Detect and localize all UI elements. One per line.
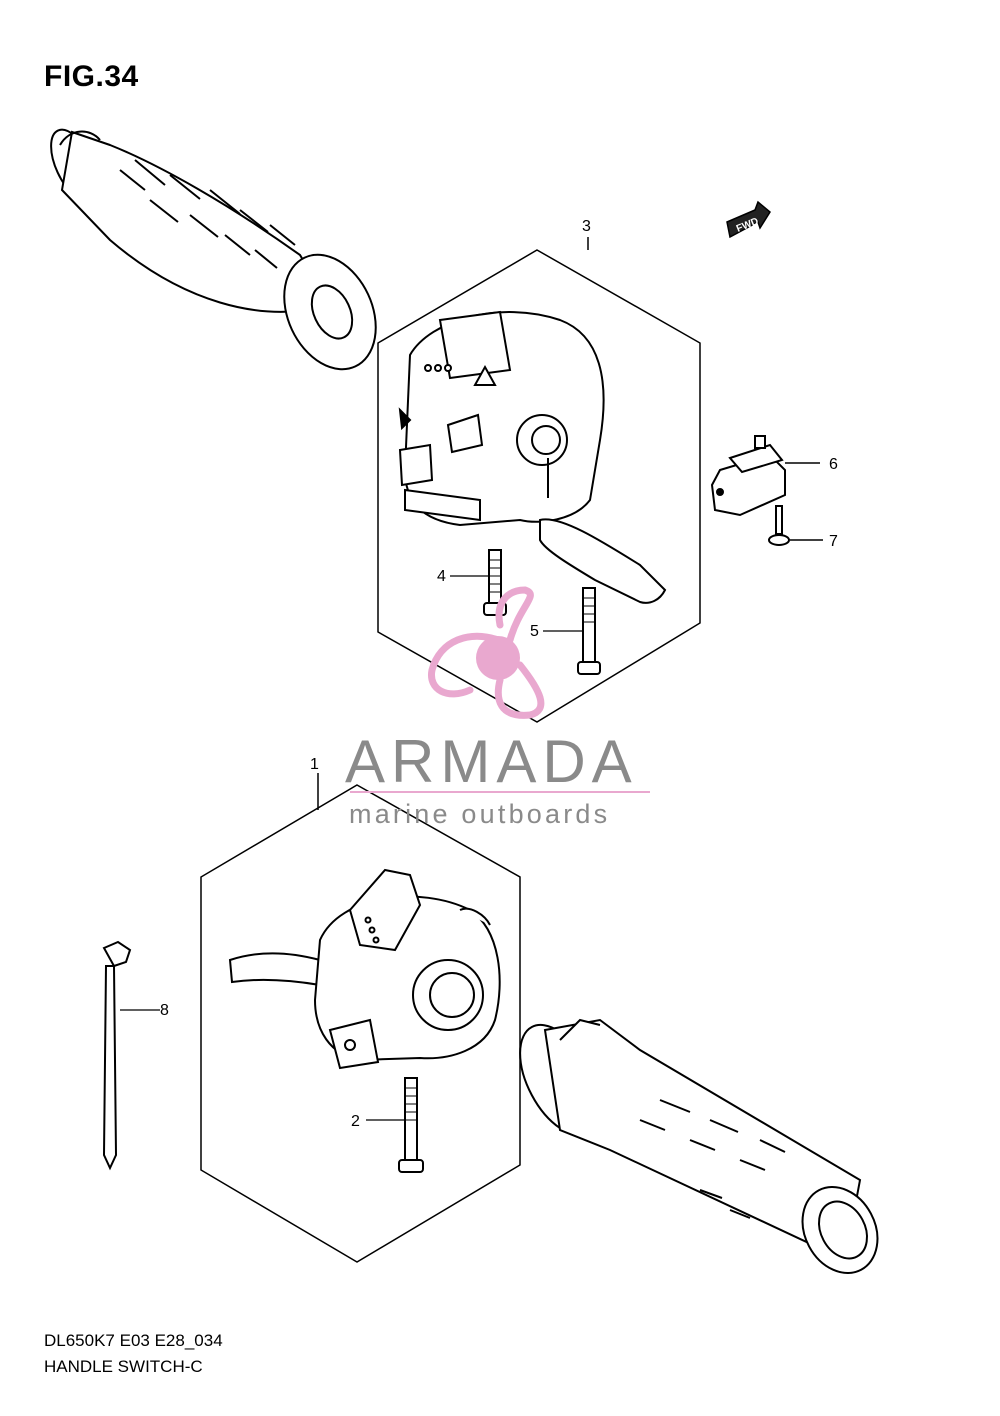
- left-handlebar-grip: [50, 128, 377, 371]
- watermark-propeller-icon: [428, 586, 545, 719]
- assembly-frame-3: [377, 237, 701, 723]
- figure-name: HANDLE SWITCH-C: [44, 1357, 203, 1376]
- throttle-grip: [519, 1018, 879, 1274]
- callout-1: 1: [310, 756, 319, 773]
- watermark-brand: ARMADA: [345, 728, 638, 795]
- figure-code: DL650K7 E03 E28_034: [44, 1331, 223, 1350]
- callout-5: 5: [530, 623, 539, 640]
- screw-7: [768, 505, 823, 546]
- cable-tie-8: [102, 940, 132, 1171]
- callout-2: 2: [351, 1113, 360, 1130]
- screw-2: [398, 1077, 424, 1173]
- leader-lines: [120, 575, 583, 1121]
- assembly-frame-1: [200, 773, 521, 1263]
- figure-title: FIG.34: [44, 60, 139, 93]
- right-handle-switch: [398, 310, 667, 604]
- fwd-arrow-icon: FWD: [726, 200, 771, 239]
- watermark-divider: [350, 791, 650, 793]
- callout-4: 4: [437, 568, 446, 585]
- callout-7: 7: [829, 533, 838, 550]
- callout-6: 6: [829, 456, 838, 473]
- screw-5: [577, 587, 601, 675]
- left-handle-switch: [228, 868, 501, 1070]
- callout-3: 3: [582, 218, 591, 235]
- watermark-tagline: marine outboards: [349, 799, 611, 829]
- connector-6: [710, 435, 820, 517]
- callout-8: 8: [160, 1002, 169, 1019]
